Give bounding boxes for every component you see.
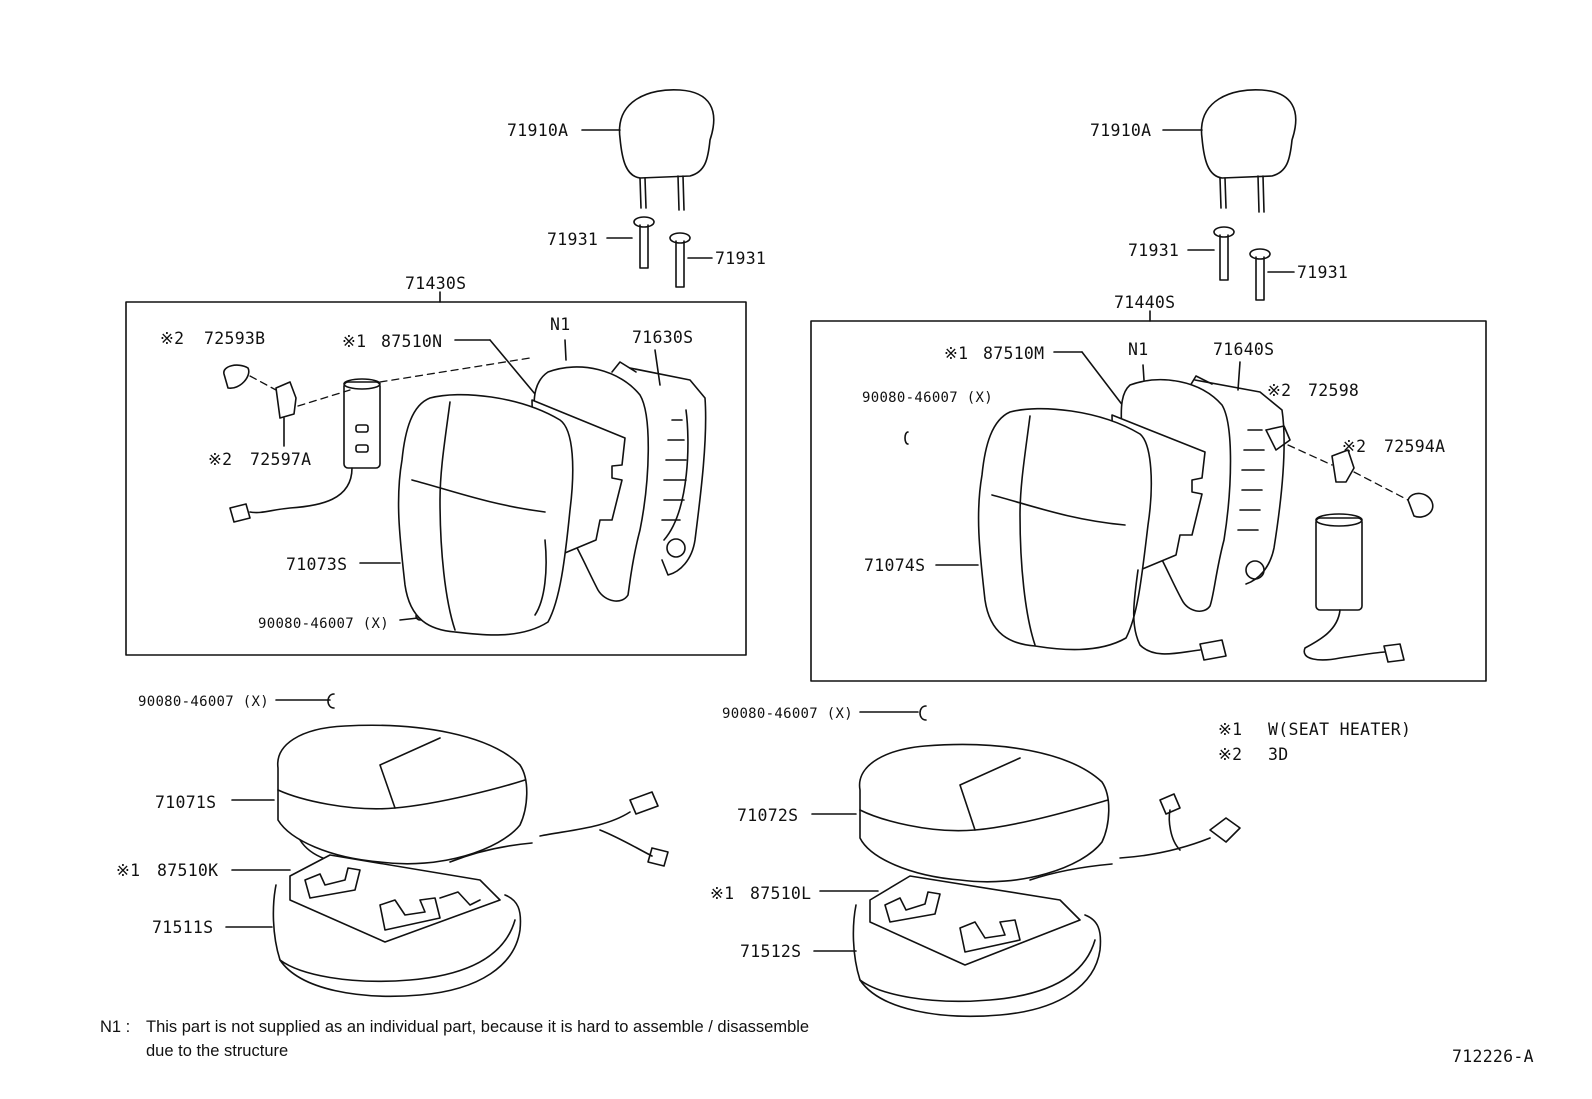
left-seat-group: 71910A 71931 71931 71430S ※2 72593B ※1 8… — [116, 89, 766, 998]
legend: ※1 W(SEAT HEATER) ※2 3D — [1218, 720, 1411, 764]
right-seatback-drawing — [904, 351, 1434, 663]
legend-2-text: 3D — [1268, 745, 1288, 764]
right-seatback-assembly-box — [810, 320, 1487, 682]
left-back-cover-label: 71073S — [286, 555, 347, 574]
left-headrest-support-drawing — [606, 216, 713, 288]
left-seatback-assembly-box — [125, 301, 747, 656]
right-hog-ring-cushion-label: 90080-46007 (X) — [722, 706, 853, 722]
left-heater-back-mark: ※1 — [342, 332, 366, 351]
left-side-cover-b-mark: ※2 — [160, 329, 184, 348]
right-cushion-cover-label: 71072S — [737, 806, 798, 825]
legend-1-mark: ※1 — [1218, 720, 1242, 739]
right-heater-cushion-label: 87510L — [750, 884, 811, 903]
legend-2-mark: ※2 — [1218, 745, 1242, 764]
left-note-ref-label: N1 — [550, 315, 570, 334]
left-frame-label: 71630S — [632, 328, 693, 347]
right-cushion-drawing — [811, 705, 1241, 1018]
right-side-cover-a-mark: ※2 — [1342, 437, 1366, 456]
right-back-cover-label: 71074S — [864, 556, 925, 575]
left-heater-cushion-mark: ※1 — [116, 861, 140, 880]
right-heater-back-label: 87510M — [983, 344, 1044, 363]
right-hog-ring-back-label: 90080-46007 (X) — [862, 390, 993, 406]
footnote: N1 : This part is not supplied as an ind… — [100, 1018, 809, 1060]
left-headrest-drawing — [581, 89, 715, 211]
right-assembly-label: 71440S — [1114, 293, 1175, 312]
left-support-a-label: 71931 — [547, 230, 598, 249]
left-headrest-label: 71910A — [507, 121, 568, 140]
left-hog-ring-back-label: 90080-46007 (X) — [258, 616, 389, 632]
left-side-cover-a-mark: ※2 — [208, 450, 232, 469]
left-side-cover-a-label: 72597A — [250, 450, 311, 469]
left-seatback-drawing — [223, 339, 707, 636]
left-support-b-label: 71931 — [715, 249, 766, 268]
left-cushion-drawing — [225, 693, 669, 998]
footnote-line-2: due to the structure — [146, 1042, 288, 1060]
right-headrest-label: 71910A — [1090, 121, 1151, 140]
legend-1-text: W(SEAT HEATER) — [1268, 720, 1411, 739]
right-cushion-pad-label: 71512S — [740, 942, 801, 961]
figure-id: 712226-A — [1452, 1047, 1534, 1066]
right-frame-label: 71640S — [1213, 340, 1274, 359]
left-hog-ring-cushion-label: 90080-46007 (X) — [138, 694, 269, 710]
left-side-cover-b-label: 72593B — [204, 329, 265, 348]
right-headrest-support-drawing — [1187, 226, 1295, 301]
footnote-ref: N1 : — [100, 1018, 130, 1036]
right-seat-group: 71910A 71931 71931 71440S ※1 87510M N1 7… — [710, 89, 1487, 1018]
left-cushion-cover-label: 71071S — [155, 793, 216, 812]
right-heater-back-mark: ※1 — [944, 344, 968, 363]
footnote-line-1: This part is not supplied as an individu… — [146, 1018, 809, 1036]
right-note-ref-label: N1 — [1128, 340, 1148, 359]
right-headrest-drawing — [1162, 89, 1297, 213]
right-side-cover-label: 72598 — [1308, 381, 1359, 400]
right-side-cover-mark: ※2 — [1267, 381, 1291, 400]
right-side-cover-a-label: 72594A — [1384, 437, 1445, 456]
left-assembly-label: 71430S — [405, 274, 466, 293]
right-heater-cushion-mark: ※1 — [710, 884, 734, 903]
left-heater-back-label: 87510N — [381, 332, 442, 351]
left-cushion-pad-label: 71511S — [152, 918, 213, 937]
left-heater-cushion-label: 87510K — [157, 861, 218, 880]
right-support-b-label: 71931 — [1297, 263, 1348, 282]
right-support-a-label: 71931 — [1128, 241, 1179, 260]
